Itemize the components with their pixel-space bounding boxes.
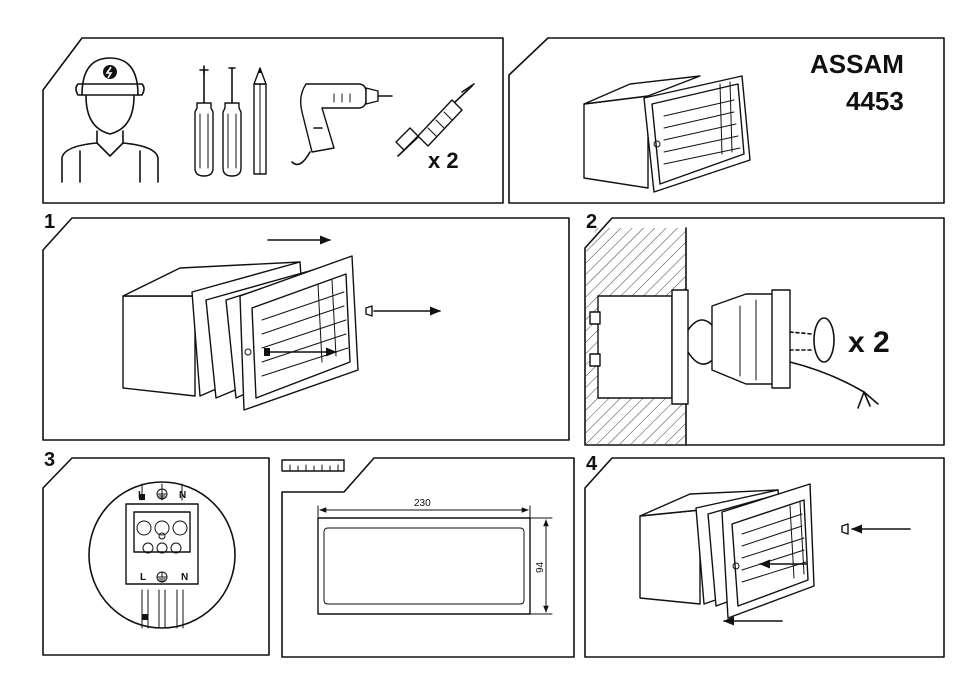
terminal-label-bottom-n: N: [181, 572, 188, 583]
dimension-width: 230: [414, 498, 431, 509]
electrician-icon: [61, 57, 159, 183]
step-3-number: 3: [44, 449, 55, 471]
plug-quantity: x 2: [428, 148, 459, 173]
panel-step-2: 2 x 2: [584, 211, 945, 446]
dimension-height: 94: [535, 561, 546, 573]
drill-icon: [291, 83, 393, 166]
panel-tools: x 2: [42, 37, 504, 204]
brand-name: ASSAM: [810, 49, 904, 79]
terminal-label-bottom-l: L: [140, 572, 146, 583]
pencil-icon: [253, 67, 267, 175]
panel-step-4: 4: [584, 453, 945, 658]
terminal-label-top-n: N: [179, 490, 186, 501]
panel-product: ASSAM 4453: [508, 37, 945, 204]
step-4-number: 4: [586, 453, 598, 475]
terminal-label-top-l: L: [138, 490, 144, 501]
wall-plug-icon: [395, 83, 475, 157]
ground-icon: [157, 488, 167, 499]
screwdriver-icon: [194, 65, 242, 177]
luminaire-illustration: [583, 75, 751, 193]
step-1-number: 1: [44, 211, 55, 233]
step-2-number: 2: [586, 211, 597, 233]
ruler-icon: [281, 459, 345, 472]
model-number: 4453: [846, 86, 904, 116]
panel-dimensions: 230 94: [281, 457, 575, 658]
panel-step-1: 1: [42, 211, 570, 441]
terminal-block: L N L N: [125, 483, 199, 629]
panel-step-3: 3 L N L N: [42, 449, 270, 656]
screw-quantity: x 2: [848, 326, 890, 359]
